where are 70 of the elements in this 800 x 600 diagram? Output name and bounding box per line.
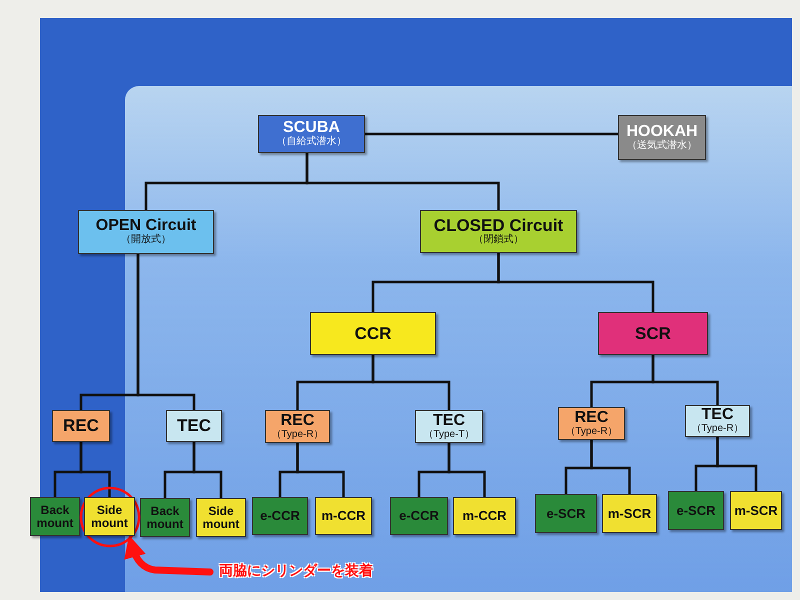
category-box [166,410,222,442]
box-subtitle: （Type-R） [565,426,618,438]
box-title: HOOKAH [626,124,698,140]
type-box [140,498,190,537]
box-title: OPEN Circuit [96,218,196,234]
box-title: e-CCR [260,509,300,523]
box-title: m-SCR [734,504,778,518]
type-box [453,497,516,535]
connector-line [192,440,222,500]
box-title: Back mount [36,504,74,530]
connector-line [716,436,758,492]
callout-arrow [124,535,214,576]
connector-line [306,152,500,212]
connector-line [136,252,196,412]
connector-line [448,442,486,498]
category-box [258,115,365,153]
box-title: Back mount [146,504,184,530]
box-title: m-CCR [321,509,366,523]
connector-line [497,252,654,314]
box-subtitle: （開放式） [121,235,171,246]
category-box [78,210,214,254]
box-title: e-SCR [546,506,586,520]
box-subtitle: （Type-R） [691,424,744,435]
box-title: REC [574,410,608,427]
category-box [558,407,625,440]
box-title: SCR [635,324,671,342]
connector-line [372,354,450,412]
category-box [685,405,750,437]
box-title: TEC [702,407,734,424]
box-title: SCUBA [283,120,340,136]
category-box [310,312,436,355]
connector-line [364,132,620,136]
box-title: m-CCR [462,509,507,523]
box-title: Side mount [90,504,129,530]
box-title: e-SCR [676,504,716,518]
box-title: TEC [177,417,211,435]
highlight-circle [79,486,141,548]
category-box [420,210,577,253]
category-box [52,410,110,442]
category-box [265,410,330,443]
type-box [390,497,448,535]
box-title: Side mount [202,504,240,530]
box-subtitle: （送気式潜水） [627,140,697,152]
category-box [618,115,706,160]
box-subtitle: （Type-R） [271,430,324,440]
box-subtitle: （自給式潜水） [276,137,346,148]
box-title: m-SCR [608,506,652,520]
type-box [730,491,782,530]
type-box [196,498,246,537]
type-box [602,494,657,533]
category-box [415,410,483,443]
type-box [315,497,372,535]
type-box [252,497,308,535]
box-subtitle: （Type-T） [423,430,475,440]
type-box [535,494,597,533]
type-box [668,491,724,530]
connector-line [80,440,111,498]
connector-line [296,442,345,498]
box-title: TEC [433,412,465,430]
connector-line [590,438,631,496]
box-title: REC [280,412,314,430]
box-title: CCR [354,324,392,342]
category-box [598,312,708,355]
box-subtitle: （閉鎖式） [474,235,524,246]
box-title: REC [63,417,99,435]
box-title: 両脇にシリンダーを装着 [219,562,373,578]
type-box [30,497,80,536]
connector-line [652,354,719,406]
box-title: e-CCR [399,509,439,523]
type-box [84,497,135,536]
